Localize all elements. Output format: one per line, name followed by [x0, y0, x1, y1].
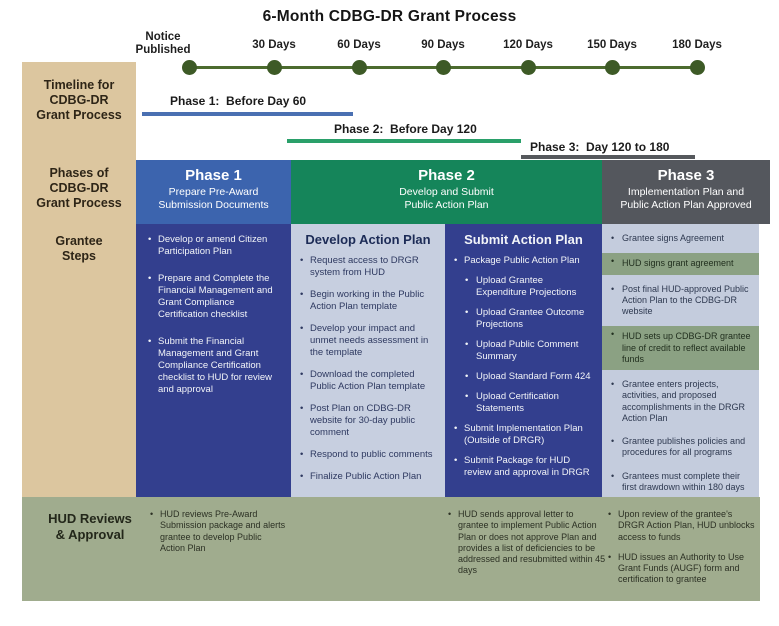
grantee-phase1-column: Develop or amend Citizen Participation P… — [136, 224, 291, 497]
phase2-name: Phase 2 — [418, 167, 475, 184]
list-item: Submit Implementation Plan (Outside of D… — [452, 423, 595, 447]
list-item: Upload Grantee Expenditure Projections — [452, 275, 595, 299]
phase1-name: Phase 1 — [185, 167, 242, 184]
timeline-dot — [690, 60, 705, 75]
hud-review-phase3: Upon review of the grantee's DRGR Action… — [606, 509, 758, 595]
timeline-label-notice-published: Notice Published — [135, 31, 191, 57]
list-item: HUD reviews Pre-Award Submission package… — [148, 509, 286, 554]
develop-action-plan-heading: Develop Action Plan — [305, 232, 431, 247]
phase3-header: Phase 3 Implementation Plan and Public A… — [602, 160, 770, 224]
phase1-bar-line — [142, 112, 353, 116]
list-item: Upload Standard Form 424 — [452, 371, 595, 383]
phase3-name: Phase 3 — [657, 167, 715, 184]
phase3-bar-label: Phase 3: Day 120 to 180 — [530, 140, 670, 154]
row-label-sidebar: Timeline for CDBG-DR Grant Process Phase… — [22, 62, 136, 497]
list-item-highlighted: HUD sets up CDBG-DR grantee line of cred… — [602, 326, 759, 370]
list-item: Request access to DRGR system from HUD — [298, 255, 438, 279]
timeline-label-120-days: 120 Days — [503, 39, 553, 51]
list-item-highlighted: HUD signs grant agreement — [602, 253, 759, 275]
submit-action-plan-heading: Submit Action Plan — [464, 232, 583, 247]
list-item: HUD issues an Authority to Use Grant Fun… — [606, 552, 758, 586]
list-item: Submit Package for HUD review and approv… — [452, 455, 595, 479]
phase2-header: Phase 2 Develop and Submit Public Action… — [291, 160, 602, 224]
list-item: HUD sends approval letter to grantee to … — [446, 509, 606, 577]
hud-review-row: HUD Reviews & Approval HUD reviews Pre-A… — [22, 497, 760, 601]
timeline-label-30-days: 30 Days — [252, 39, 296, 51]
page-title: 6-Month CDBG-DR Grant Process — [262, 8, 517, 25]
phase2-bar-line — [287, 139, 521, 143]
timeline-dot — [182, 60, 197, 75]
grantee-phase3-column: Grantee signs Agreement HUD signs grant … — [602, 224, 759, 497]
sidebar-label-timeline: Timeline for CDBG-DR Grant Process — [36, 78, 122, 122]
timeline-dot — [521, 60, 536, 75]
phase2-bar-label: Phase 2: Before Day 120 — [334, 122, 477, 136]
sidebar-label-phases: Phases of CDBG-DR Grant Process — [36, 166, 122, 210]
list-item: Upload Grantee Outcome Projections — [452, 307, 595, 331]
timeline-label-180-days: 180 Days — [672, 39, 722, 51]
timeline-dot — [352, 60, 367, 75]
timeline-dot — [436, 60, 451, 75]
sidebar-label-grantee-steps: Grantee Steps — [55, 234, 103, 263]
timeline-label-90-days: 90 Days — [421, 39, 465, 51]
timeline-dot — [267, 60, 282, 75]
list-item: Finalize Public Action Plan — [298, 471, 438, 483]
list-item: Grantee publishes policies and procedure… — [602, 433, 759, 462]
list-item: Grantee enters projects, activities, and… — [602, 376, 759, 427]
phase1-header: Phase 1 Prepare Pre-Award Submission Doc… — [136, 160, 291, 224]
list-item: Upload Certification Statements — [452, 391, 595, 415]
list-item: Submit the Financial Management and Gran… — [146, 336, 281, 396]
hud-review-phase1: HUD reviews Pre-Award Submission package… — [148, 509, 286, 563]
list-item: Prepare and Complete the Financial Manag… — [146, 273, 281, 321]
list-item: Post Plan on CDBG-DR website for 30-day … — [298, 403, 438, 439]
phase1-subtitle: Prepare Pre-Award Submission Documents — [158, 186, 269, 211]
list-item: Upon review of the grantee's DRGR Action… — [606, 509, 758, 543]
timeline-label-150-days: 150 Days — [587, 39, 637, 51]
phase1-bar-label: Phase 1: Before Day 60 — [170, 94, 307, 108]
list-item: Grantee signs Agreement — [602, 230, 759, 247]
list-item: Respond to public comments — [298, 449, 438, 461]
list-item: Post final HUD-approved Public Action Pl… — [602, 281, 759, 321]
timeline-dot — [605, 60, 620, 75]
list-item: Download the completed Public Action Pla… — [298, 369, 438, 393]
develop-action-plan-column: Develop Action Plan Request access to DR… — [291, 224, 445, 497]
hud-review-phase2: HUD sends approval letter to grantee to … — [446, 509, 606, 586]
submit-action-plan-column: Submit Action Plan Package Public Action… — [445, 224, 602, 497]
list-item: Upload Public Comment Summary — [452, 339, 595, 363]
list-item: Develop or amend Citizen Participation P… — [146, 234, 281, 258]
phase3-subtitle: Implementation Plan and Public Action Pl… — [620, 186, 752, 211]
hud-reviews-label: HUD Reviews & Approval — [48, 511, 132, 542]
list-item: Begin working in the Public Action Plan … — [298, 289, 438, 313]
list-item: Package Public Action Plan — [452, 255, 595, 267]
phase2-subtitle: Develop and Submit Public Action Plan — [399, 186, 494, 211]
timeline-label-60-days: 60 Days — [337, 39, 381, 51]
phase3-bar-line — [521, 155, 695, 159]
list-item: Grantees must complete their first drawd… — [602, 468, 759, 497]
list-item: Develop your impact and unmet needs asse… — [298, 323, 438, 359]
